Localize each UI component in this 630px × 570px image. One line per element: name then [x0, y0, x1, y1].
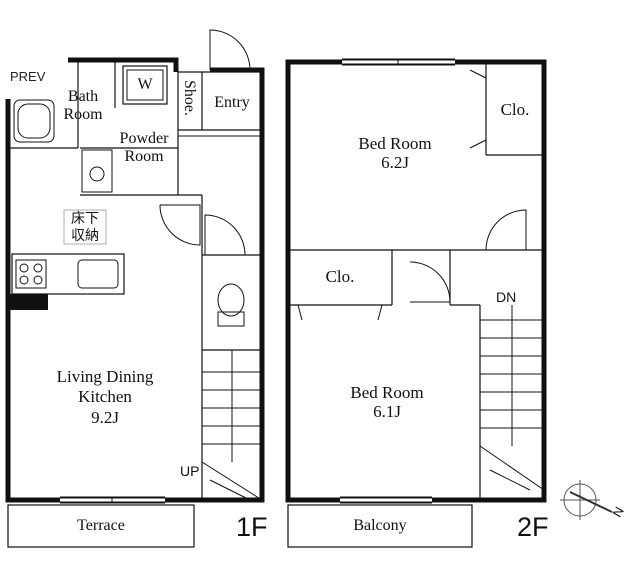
balcony-label: Balcony [353, 517, 407, 534]
bath-room-label: Bath Room [60, 88, 106, 124]
bed-room-1-size-label: 6.2J [381, 153, 409, 173]
floor-2-label: 2F [517, 512, 549, 542]
storage-label-line2: 収納 [71, 227, 99, 243]
bed-room-2-label: Bed Room 6.1J [322, 383, 452, 421]
closet-2-label: Clo. [325, 267, 355, 286]
bed-room-2-label-line1: Bed Room [350, 383, 424, 402]
storage-label: 床下 収納 [66, 210, 104, 244]
entry-label: Entry [214, 94, 250, 111]
ldk-size-label: 9.2J [91, 407, 119, 427]
first-floor-plan [5, 29, 265, 548]
bed-room-2-size-label: 6.1J [373, 402, 401, 422]
compass-icon [560, 480, 613, 520]
bath-room-label-line2: Room [63, 105, 103, 123]
terrace-label: Terrace [77, 517, 125, 534]
storage-label-line1: 床下 [71, 210, 99, 226]
ldk-label: Living Dining Kitchen 9.2J [30, 367, 180, 428]
stairs-down-label: DN [496, 289, 517, 305]
closet-1-label: Clo. [500, 100, 530, 119]
powder-room-label-line1: Powder [119, 130, 169, 147]
bed-room-1-label-line1: Bed Room [358, 134, 432, 153]
bed-room-1-label: Bed Room 6.2J [330, 134, 460, 172]
powder-room-label: Powder Room [112, 130, 176, 166]
prev-button[interactable]: PREV [0, 57, 68, 99]
ldk-label-line1: Living Dining [56, 367, 154, 386]
stairs-up-label: UP [180, 463, 200, 479]
bath-room-label-line1: Bath [67, 88, 99, 105]
floor-1-label: 1F [236, 512, 268, 542]
powder-room-label-line2: Room [124, 147, 164, 165]
shoe-label: Shoe. [180, 80, 198, 116]
ldk-label-line2: Kitchen [78, 387, 132, 407]
second-floor-plan [285, 58, 547, 548]
washer-label: W [137, 76, 153, 93]
